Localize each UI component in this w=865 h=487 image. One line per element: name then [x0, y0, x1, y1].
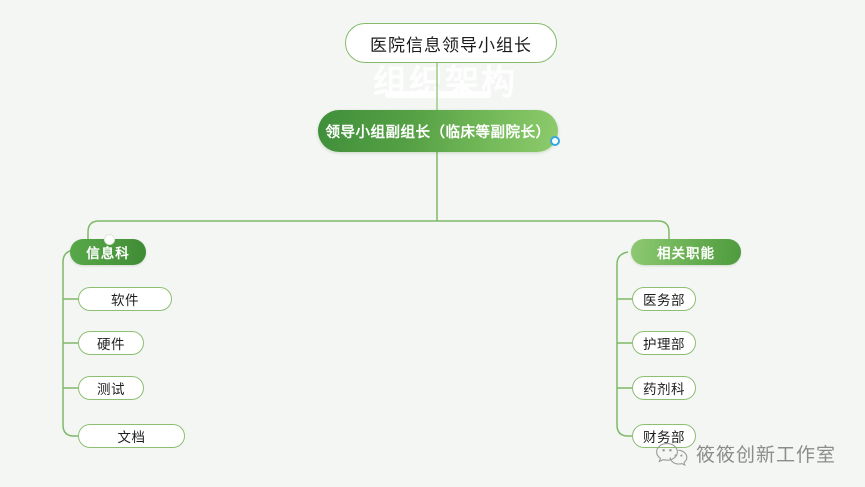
node-leaf-right-1[interactable]: 医务部	[632, 287, 696, 311]
node-leaf-right-2[interactable]: 护理部	[632, 331, 696, 355]
node-branch-left-label: 信息科	[86, 246, 130, 262]
brand-watermark: 筱筱创新工作室	[655, 440, 836, 467]
node-root-label: 医院信息领导小组长	[370, 35, 532, 56]
node-root[interactable]: 医院信息领导小组长	[345, 23, 557, 63]
node-leaf-left-4-label: 文档	[117, 430, 146, 446]
node-leaf-left-3-label: 测试	[97, 382, 125, 398]
node-sub-root-label: 领导小组副组长（临床等副院长）	[325, 124, 551, 141]
node-leaf-left-2-label: 硬件	[97, 337, 125, 353]
node-branch-right[interactable]: 相关职能	[631, 239, 741, 265]
node-leaf-left-3[interactable]: 测试	[78, 376, 144, 400]
node-branch-left[interactable]: 信息科	[70, 239, 146, 265]
node-leaf-left-1-label: 软件	[111, 293, 139, 309]
selection-handle-icon[interactable]	[550, 136, 560, 146]
node-sub-root[interactable]: 领导小组副组长（临床等副院长）	[318, 110, 558, 152]
node-leaf-right-4-label: 财务部	[643, 430, 685, 446]
node-leaf-right-3[interactable]: 药剂科	[632, 376, 696, 400]
wechat-icon	[656, 442, 688, 466]
node-leaf-left-4[interactable]: 文档	[78, 424, 185, 448]
brand-watermark-text: 筱筱创新工作室	[696, 444, 837, 466]
node-leaf-left-2[interactable]: 硬件	[78, 331, 144, 355]
node-leaf-left-1[interactable]: 软件	[78, 287, 172, 311]
node-handle-icon-left[interactable]	[104, 234, 115, 245]
node-leaf-right-2-label: 护理部	[643, 337, 685, 353]
node-branch-right-label: 相关职能	[657, 246, 715, 262]
canvas-watermark-underline	[386, 91, 489, 98]
node-leaf-right-1-label: 医务部	[643, 293, 685, 309]
node-leaf-right-4[interactable]: 财务部	[632, 424, 696, 448]
node-leaf-right-3-label: 药剂科	[643, 382, 685, 398]
